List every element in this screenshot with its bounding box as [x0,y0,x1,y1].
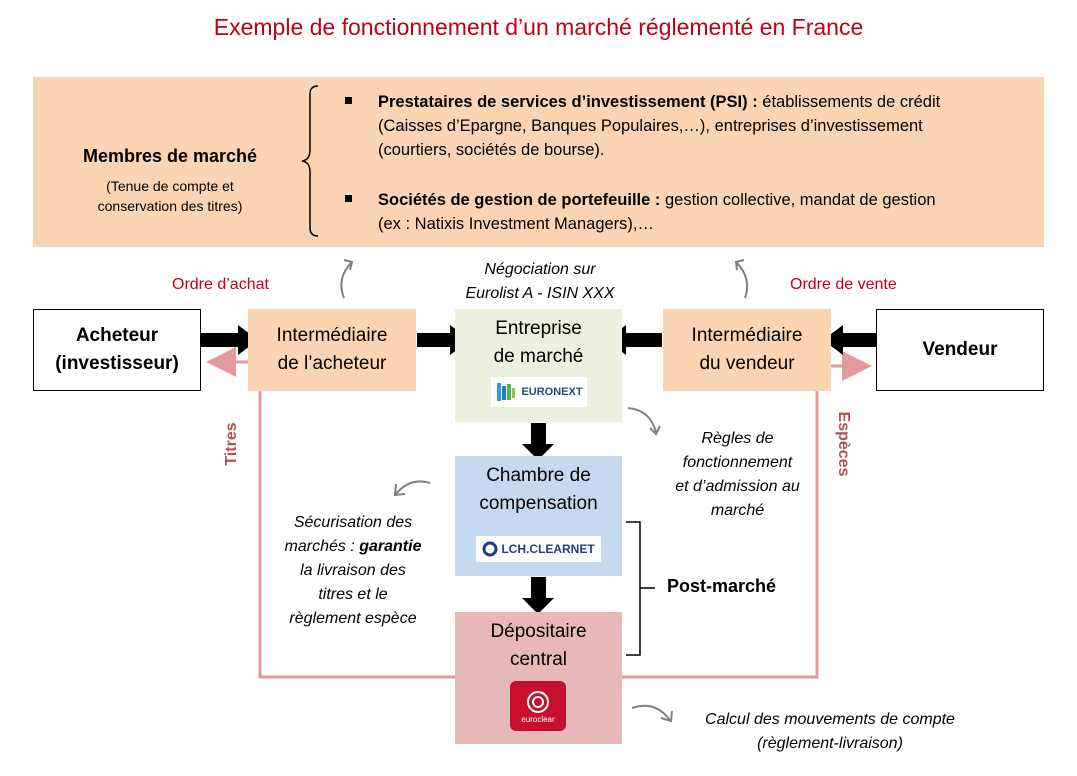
securisation-annotation: Sécurisation des marchés : garantie la l… [284,514,422,627]
label-ordre-achat: Ordre d’achat [172,276,269,293]
vendeur-box: Vendeur [876,309,1044,391]
sgp-line-2: (ex : Natixis Investment Managers),… [378,215,655,233]
euroclear-logo: euroclear [510,681,566,731]
post-marche-bracket [626,521,655,656]
post-marche-label: Post-marché [667,576,777,596]
acheteur-box: Acheteur(investisseur) [33,309,201,391]
label-titres: Titres [223,422,240,466]
label-ordre-vente: Ordre de vente [790,276,897,293]
arrow-vendeur-to-intermediaire [823,325,877,355]
euroclear-mark-icon [527,690,549,713]
sgp-line-1: Sociétés de gestion de portefeuille : ge… [378,191,936,209]
bullet-psi [345,97,352,104]
arrow-chambre-to-depositaire [522,577,554,614]
arrow-entreprise-to-chambre [522,423,554,460]
members-title: Membres de marché [82,146,258,166]
lch-mark-icon [482,541,498,557]
psi-line-3: (courtiers, sociétés de bourse). [378,141,605,159]
members-panel [33,77,1044,247]
psi-line-1: Prestataires de services d’investissemen… [378,93,941,111]
calcul-annotation: Calcul des mouvements de compte (règleme… [705,711,955,752]
curly-brace [301,85,319,237]
regles-annotation: Règles de fonctionnement et d’admission … [675,430,800,519]
euronext-logo: EURONEXT [491,377,587,407]
label-especes: Espèces [835,411,852,477]
members-subtitle: (Tenue de compte et conservation des tit… [97,178,243,214]
psi-line-2: (Caisses d’Epargne, Banques Populaires,…… [378,117,923,135]
label-negociation: Négociation sur Eurolist A - ISIN XXX [465,261,615,302]
bullet-sgp [345,195,352,202]
arrow-acheteur-to-intermediaire [200,325,258,355]
lch-clearnet-logo: LCH.CLEARNET [476,536,601,562]
euronext-mark-icon [497,383,516,401]
page-title: Exemple de fonctionnement d’un marché ré… [213,14,864,40]
